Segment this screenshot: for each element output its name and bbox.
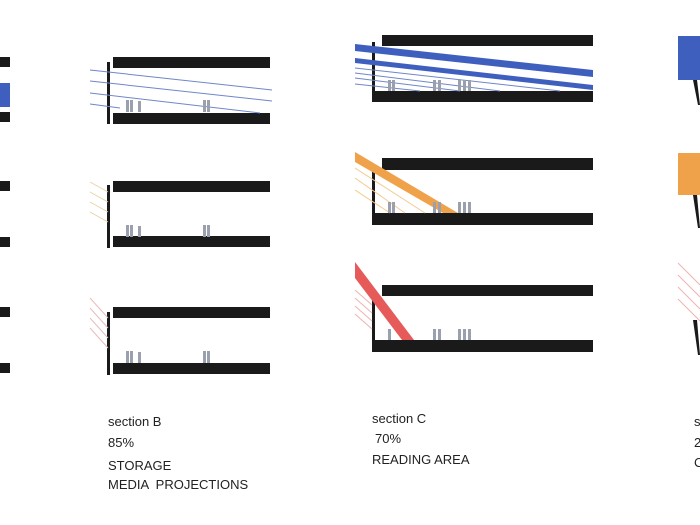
light-rays	[677, 262, 700, 322]
blue-light-fill	[678, 36, 700, 80]
section-c-row-red	[354, 262, 593, 352]
slab-top	[382, 35, 593, 46]
facade-wall	[372, 296, 375, 352]
section-a-partial	[0, 57, 10, 373]
slab	[0, 363, 10, 373]
people-figures	[126, 80, 471, 363]
section-b-percent: 85%	[108, 435, 135, 450]
light-rays	[89, 181, 109, 223]
section-c-use: READING AREA	[372, 452, 470, 467]
section-d-percent: 2	[694, 435, 700, 450]
slab-bottom	[113, 363, 270, 374]
section-c-title: section C	[372, 411, 427, 426]
facade-wall	[107, 185, 110, 248]
slab	[0, 112, 10, 122]
slab-top	[113, 57, 270, 68]
section-c-row-orange	[354, 152, 593, 225]
slab-top	[382, 285, 593, 296]
slab-top	[382, 158, 593, 170]
facade-wall	[372, 42, 375, 102]
light-band	[355, 152, 458, 213]
light-rays	[354, 167, 426, 214]
light-band	[355, 44, 593, 77]
facade-wall	[107, 312, 110, 375]
section-b-title: section B	[108, 414, 162, 429]
section-b-row-red	[89, 297, 270, 375]
light-rays	[354, 67, 561, 92]
facade-wall	[693, 320, 700, 355]
blue-light-fill	[0, 83, 10, 107]
section-c-row-blue	[354, 35, 593, 102]
orange-light-fill	[678, 153, 700, 195]
section-d-partial	[677, 36, 700, 355]
slab	[0, 307, 10, 317]
light-band	[355, 58, 593, 90]
slab-bottom	[113, 113, 270, 124]
section-c-percent: 70%	[375, 431, 402, 446]
facade-wall	[693, 195, 700, 228]
light-rays	[89, 297, 109, 349]
light-rays	[89, 69, 273, 114]
facade-wall	[107, 62, 110, 124]
section-d-use: C	[694, 455, 700, 470]
slab-bottom	[375, 340, 593, 352]
slab-top	[113, 307, 270, 318]
facade-wall	[372, 170, 375, 225]
light-rays	[354, 289, 373, 330]
section-b-row-orange	[89, 181, 270, 248]
slab-top	[113, 181, 270, 192]
slab-bottom	[113, 236, 270, 247]
section-d-title: s	[694, 414, 700, 429]
section-b-use: MEDIA PROJECTIONS	[108, 477, 249, 492]
slab-bottom	[375, 213, 593, 225]
slab	[0, 181, 10, 191]
slab-bottom	[375, 91, 593, 102]
light-band	[355, 262, 414, 340]
section-b-use: STORAGE	[108, 458, 172, 473]
slab	[0, 57, 10, 67]
facade-wall	[693, 80, 700, 105]
slab	[0, 237, 10, 247]
section-b-row-blue	[89, 57, 273, 124]
